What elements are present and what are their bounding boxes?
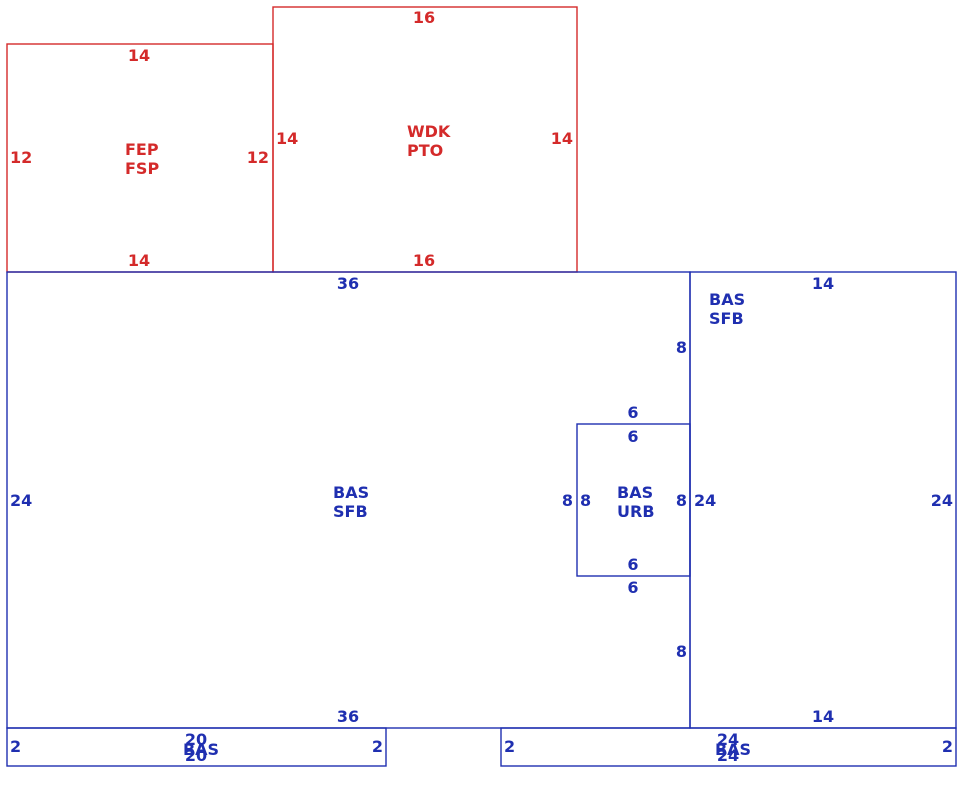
area-bas-strip-left-code: BAS [183,740,219,759]
area-fep-fsp: 14 14 12 12 FEP FSP [6,43,274,273]
area-bas-strip-right-top-dim: 24 [717,730,739,749]
area-bas-sfb-right-top-dim: 14 [812,274,834,293]
area-bas-urb-bottom-outer-dim: 6 [627,578,638,597]
area-wdk-pto-bottom-dim: 16 [413,251,435,270]
area-fep-fsp-top-dim: 14 [128,46,150,65]
area-fep-fsp-left-dim: 12 [10,148,32,167]
area-bas-sfb-main-right-upper-dim: 8 [676,338,687,357]
area-bas-strip-left-right-dim: 2 [372,737,383,756]
area-wdk-pto: 16 16 14 14 WDK PTO [272,6,578,273]
area-bas-strip-right-right-dim: 2 [942,737,953,756]
area-fep-fsp-code-1: FEP [125,140,159,159]
area-bas-strip-right-outline [500,727,957,767]
area-bas-sfb-right-outline [689,271,957,729]
area-bas-urb-code-1: BAS [617,483,653,502]
area-bas-urb-left-inner-dim: 8 [580,491,591,510]
area-bas-sfb-right-left-dim: 24 [694,491,716,510]
area-bas-sfb-right-code-2: SFB [709,309,744,328]
area-bas-strip-right-code: BAS [715,740,751,759]
area-wdk-pto-code-1: WDK [407,122,451,141]
area-bas-urb-top-outer-dim: 6 [627,403,638,422]
area-bas-strip-left-left-dim: 2 [10,737,21,756]
area-bas-urb-top-inner-dim: 6 [627,427,638,446]
area-bas-urb-bottom-inner-dim: 6 [627,555,638,574]
area-bas-sfb-main-right-lower-dim: 8 [676,642,687,661]
area-bas-sfb-main-bottom-dim: 36 [337,707,359,726]
area-bas-strip-right-bottom-dim: 24 [717,746,739,765]
area-bas-sfb-main-code-2: SFB [333,502,368,521]
area-wdk-pto-top-dim: 16 [413,8,435,27]
area-bas-urb-right-dim: 8 [676,491,687,510]
area-bas-sfb-main-code-1: BAS [333,483,369,502]
area-bas-strip-left: 20 20 2 2 BAS [6,727,387,767]
area-bas-strip-left-top-dim: 20 [185,730,207,749]
area-bas-strip-left-bottom-dim: 20 [185,746,207,765]
area-fep-fsp-code-2: FSP [125,159,159,178]
area-bas-strip-left-outline [6,727,387,767]
area-wdk-pto-left-dim: 14 [276,129,298,148]
area-bas-sfb-main-top-dim: 36 [337,274,359,293]
area-bas-sfb-main-left-dim: 24 [10,491,32,510]
area-bas-strip-right-left-dim: 2 [504,737,515,756]
area-fep-fsp-right-dim: 12 [247,148,269,167]
area-wdk-pto-code-2: PTO [407,141,443,160]
area-bas-urb: 6 6 6 6 8 8 8 BAS URB [562,403,691,597]
area-bas-sfb-right: 14 14 24 24 BAS SFB [689,271,957,729]
area-bas-strip-right: 24 24 2 2 BAS [500,727,957,767]
area-bas-urb-left-outer-dim: 8 [562,491,573,510]
area-fep-fsp-bottom-dim: 14 [128,251,150,270]
area-wdk-pto-right-dim: 14 [551,129,573,148]
area-bas-sfb-right-bottom-dim: 14 [812,707,834,726]
area-bas-sfb-right-right-dim: 24 [931,491,953,510]
area-bas-urb-code-2: URB [617,502,655,521]
area-bas-sfb-right-code-1: BAS [709,290,745,309]
